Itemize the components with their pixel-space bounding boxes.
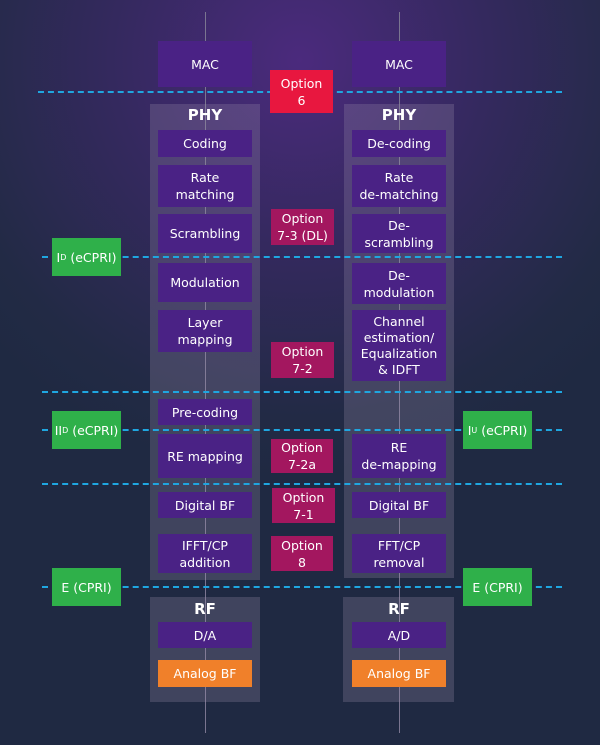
option-7-1: Option 7-1 — [272, 488, 335, 523]
mac-left: MAC — [158, 41, 252, 87]
block-rate-matching: Rate matching — [158, 165, 252, 207]
interface-e-cpri-right: E (CPRI) — [463, 568, 532, 606]
block-modulation: Modulation — [158, 263, 252, 302]
phy-title-left: PHY — [187, 106, 223, 124]
phy-title-right: PHY — [381, 106, 417, 124]
left-flow-line — [205, 12, 206, 733]
split-line-id — [42, 256, 562, 258]
interface-suffix: (eCPRI) — [477, 422, 528, 438]
block-scrambling: Scrambling — [158, 214, 252, 253]
interface-sub: D — [62, 425, 69, 435]
rf-title-left: RF — [194, 600, 216, 618]
block-digital-bf-right: Digital BF — [352, 492, 446, 518]
split-line-e — [42, 586, 562, 588]
split-line-7-2a — [42, 483, 562, 485]
interface-e-cpri-left: E (CPRI) — [52, 568, 121, 606]
block-re-mapping: RE mapping — [158, 434, 252, 478]
interface-main: I — [467, 422, 472, 438]
block-fft-cp-removal: FFT/CP removal — [352, 534, 446, 573]
interface-suffix: (eCPRI) — [68, 422, 119, 438]
option-7-2: Option 7-2 — [271, 342, 334, 378]
interface-sub: D — [60, 252, 67, 262]
block-rate-de-matching: Rate de-matching — [352, 165, 446, 207]
block-de-modulation: De- modulation — [352, 263, 446, 304]
block-ifft-cp-addition: IFFT/CP addition — [158, 534, 252, 573]
mac-right: MAC — [352, 41, 446, 87]
block-analog-bf-left: Analog BF — [158, 660, 252, 687]
interface-main: I — [56, 249, 61, 265]
option-7-3-dl: Option 7-3 (DL) — [271, 209, 334, 245]
block-a-d: A/D — [352, 622, 446, 648]
rf-title-right: RF — [388, 600, 410, 618]
split-line-7-2 — [42, 391, 562, 393]
block-de-scrambling: De- scrambling — [352, 214, 446, 253]
interface-main: II — [54, 422, 63, 438]
block-analog-bf-right: Analog BF — [352, 660, 446, 687]
block-de-coding: De-coding — [352, 130, 446, 157]
block-coding: Coding — [158, 130, 252, 157]
option-8: Option 8 — [271, 536, 333, 571]
block-channel-estimation: Channel estimation/ Equalization & IDFT — [352, 310, 446, 381]
option-7-2a: Option 7-2a — [271, 439, 333, 473]
block-layer-mapping: Layer mapping — [158, 310, 252, 352]
interface-sub: U — [471, 425, 478, 435]
block-pre-coding: Pre-coding — [158, 399, 252, 425]
split-line-iid — [42, 429, 562, 431]
interface-suffix: (eCPRI) — [66, 249, 117, 265]
block-digital-bf-left: Digital BF — [158, 492, 252, 518]
block-d-a: D/A — [158, 622, 252, 648]
option-6: Option 6 — [270, 70, 333, 113]
block-re-de-mapping: RE de-mapping — [352, 434, 446, 478]
